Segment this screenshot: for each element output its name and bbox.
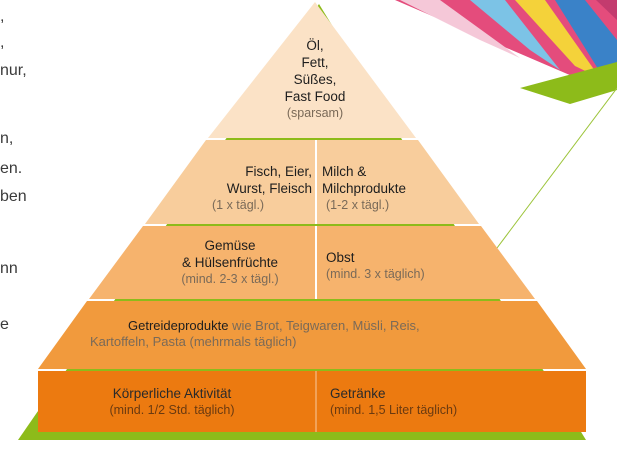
tier-2-left-label: Fisch, Eier, Wurst, Fleisch (1 x tägl.) <box>198 164 312 213</box>
decorative-photo <box>395 0 617 104</box>
fruit-note: (mind. 3 x täglich) <box>326 266 425 281</box>
activity-title: Körperliche Aktivität <box>112 386 232 401</box>
vegetables-line-2: & Hülsenfrüchte <box>181 254 279 270</box>
tier-4-shape <box>38 301 586 369</box>
tier-top-line-2: Fett, <box>301 54 329 70</box>
background-text-5: en. <box>0 160 23 177</box>
vegetables-line-1: Gemüse <box>204 238 256 253</box>
fish-meat-line-2: Wurst, Fleisch <box>226 180 312 196</box>
background-text-4: n, <box>0 130 14 147</box>
tier-2-right-label: Milch & Milchprodukte (1-2 x tägl.) <box>322 164 442 213</box>
fish-meat-note: (1 x tägl.) <box>212 197 265 212</box>
background-text-3: nur, <box>0 62 27 79</box>
dairy-line-2: Milchprodukte <box>322 180 407 196</box>
tier-base-shape <box>38 371 586 432</box>
tier-top-line-4: Fast Food <box>284 88 346 104</box>
tier-3-right-label: Obst (mind. 3 x täglich) <box>326 250 476 283</box>
fruit-title: Obst <box>326 250 355 265</box>
fish-meat-line-1: Fisch, Eier, <box>245 164 312 179</box>
background-text-8: e <box>0 316 9 333</box>
tier-top-line-3: Süßes, <box>293 71 337 87</box>
tier-4-label: Getreideprodukte wie Brot, Teigwaren, Mü… <box>90 318 530 351</box>
drinks-note: (mind. 1,5 Liter täglich) <box>330 402 458 417</box>
grains-line-1: Getreideprodukte wie Brot, Teigwaren, Mü… <box>90 318 530 334</box>
tier-3-shape <box>89 226 535 299</box>
background-text-6: ben <box>0 188 27 205</box>
base-right-label: Getränke (mind. 1,5 Liter täglich) <box>330 386 530 419</box>
background-text-2: , <box>0 34 5 51</box>
grains-rest: wie Brot, Teigwaren, Müsli, Reis, <box>228 318 420 333</box>
background-text-7: nn <box>0 260 18 277</box>
dairy-line-1: Milch & <box>322 164 367 179</box>
tier-top-label: Öl, Fett, Süßes, Fast Food (sparsam) <box>255 38 375 121</box>
tier-top-line-1: Öl, <box>306 38 324 53</box>
activity-note: (mind. 1/2 Std. täglich) <box>109 402 235 417</box>
dairy-note: (1-2 x tägl.) <box>326 197 390 212</box>
background-text-1: , <box>0 8 5 25</box>
grains-title: Getreideprodukte <box>128 318 229 333</box>
drinks-title: Getränke <box>330 386 386 401</box>
tier-top-shape <box>208 2 416 138</box>
tier-top-note: (sparsam) <box>286 105 344 120</box>
vegetables-note: (mind. 2-3 x tägl.) <box>181 271 279 286</box>
grains-line-2: Kartoffeln, Pasta (mehrmals täglich) <box>90 334 297 350</box>
base-left-label: Körperliche Aktivität (mind. 1/2 Std. tä… <box>72 386 272 419</box>
tier-3-left-label: Gemüse & Hülsenfrüchte (mind. 2-3 x tägl… <box>150 238 310 287</box>
tier-2-shape <box>145 140 479 224</box>
